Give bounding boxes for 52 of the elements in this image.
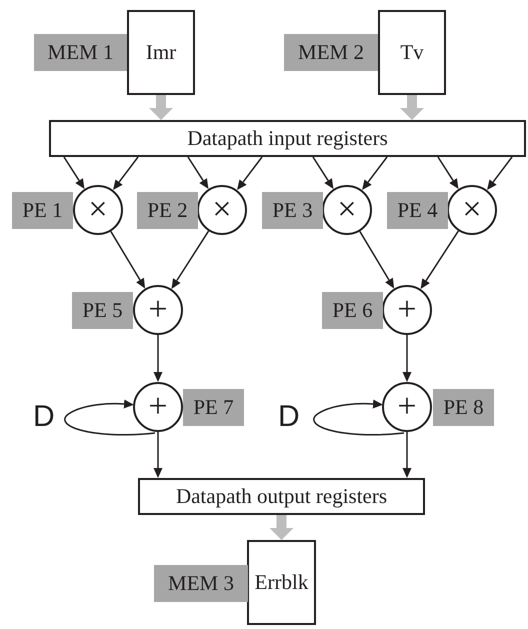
memory-box (378, 10, 446, 95)
pe-label: PE 8 (433, 389, 494, 426)
operator-symbol: + (148, 390, 168, 424)
arrow (402, 432, 412, 478)
arrow (487, 156, 513, 190)
memory-box (127, 10, 195, 95)
arrow (362, 156, 388, 190)
register-bar (138, 478, 425, 515)
delay-label: D (33, 402, 55, 432)
operator-symbol: + (148, 293, 168, 327)
box-label: Imr (146, 39, 176, 66)
operator-symbol: × (462, 193, 482, 227)
box-label: Datapath input registers (187, 125, 388, 152)
feedback-loop-arrow (313, 400, 404, 436)
operator-symbol: × (212, 193, 232, 227)
arrow (312, 156, 334, 189)
memory-box (247, 540, 316, 625)
pe-label: PE 2 (137, 192, 198, 229)
pe-label: PE 7 (183, 389, 244, 426)
pe-label: PE 6 (322, 292, 383, 329)
arrow (63, 156, 84, 189)
arrow (270, 515, 294, 540)
arrow (420, 230, 459, 290)
arrow (400, 95, 424, 120)
arrow (154, 432, 162, 478)
box-label: Tv (400, 39, 424, 66)
arrow (154, 335, 162, 382)
pe-label: PE 3 (262, 192, 323, 229)
pe-label: PE 5 (72, 292, 133, 329)
arrow (110, 231, 146, 289)
register-bar (49, 120, 526, 157)
memory-label: MEM 2 (284, 34, 378, 71)
box-label: Datapath output registers (176, 483, 388, 510)
arrow (113, 156, 139, 190)
memory-label: MEM 3 (154, 565, 248, 602)
arrow (359, 231, 394, 289)
memory-label: MEM 1 (34, 34, 127, 71)
delay-label: D (278, 402, 300, 432)
arrow (437, 156, 458, 189)
arrow (187, 156, 208, 189)
arrow (402, 335, 412, 382)
arrow (237, 156, 263, 190)
operator-symbol: × (337, 193, 357, 227)
feedback-loop-arrow (64, 400, 156, 436)
pe-label: PE 4 (387, 192, 448, 229)
operator-symbol: × (88, 193, 108, 227)
box-label: Errblk (254, 569, 308, 596)
pe-label: PE 1 (12, 192, 73, 229)
operator-symbol: + (397, 390, 417, 424)
arrow (149, 95, 173, 120)
arrow (171, 230, 210, 289)
operator-symbol: + (397, 293, 417, 327)
